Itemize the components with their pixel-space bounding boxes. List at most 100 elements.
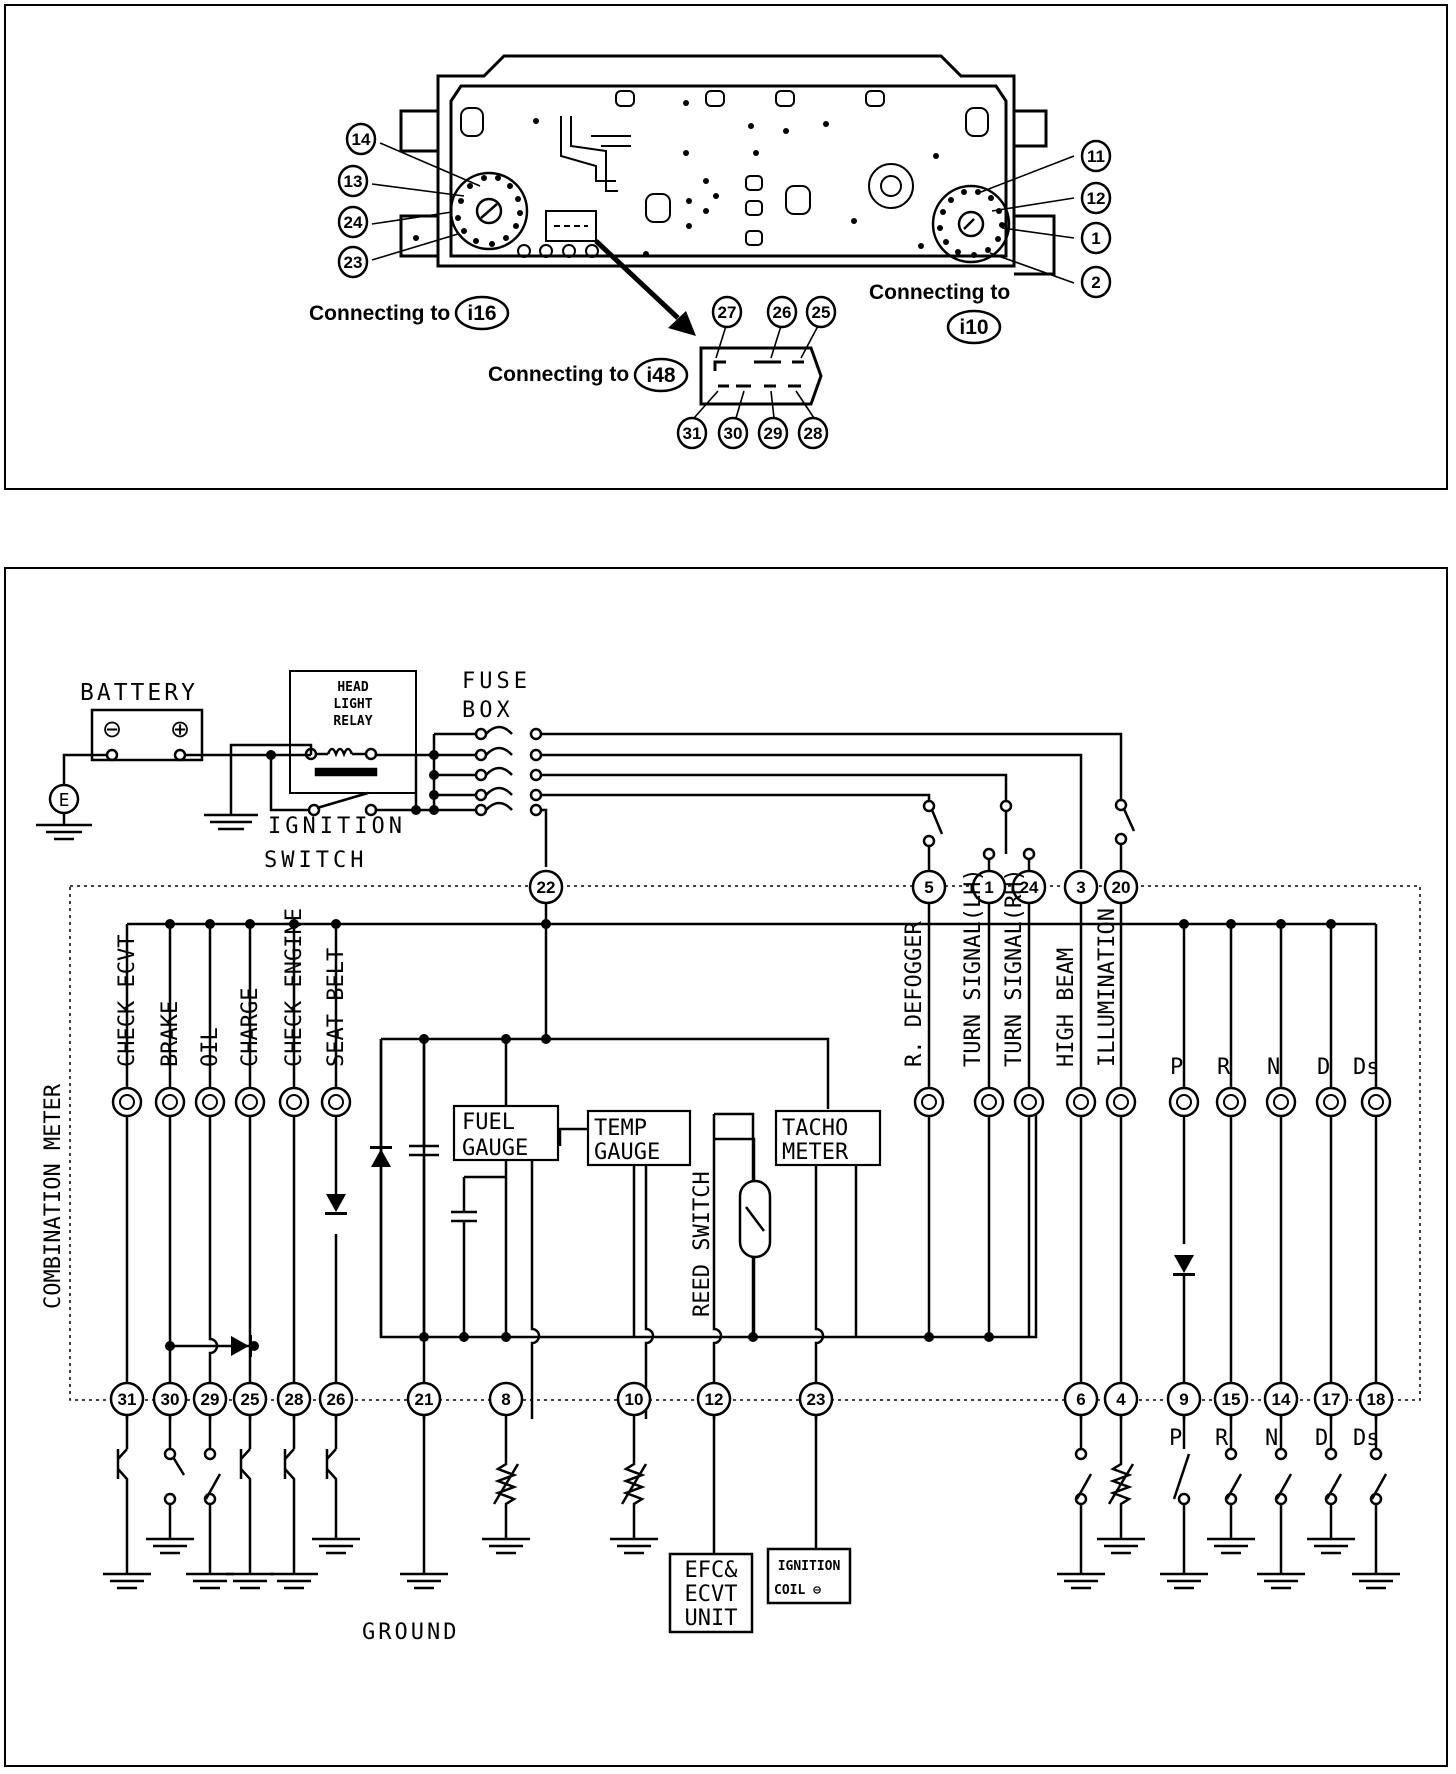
svg-text:SEAT BELT: SEAT BELT xyxy=(324,948,349,1067)
svg-text:FUEL: FUEL xyxy=(462,1110,515,1135)
relay-label-2: LIGHT xyxy=(333,697,372,712)
pin-18: 18 xyxy=(1358,1381,1394,1417)
pin-15: 15 xyxy=(1213,1381,1249,1417)
svg-text:12: 12 xyxy=(705,1390,724,1409)
bottom-pin-row: 31 30 29 25 28 26 21 8 10 12 23 6 4 9 15… xyxy=(109,1381,1394,1417)
reed-switch: REED SWITCH xyxy=(690,1137,772,1337)
callout-31: 31 xyxy=(676,416,708,450)
ignition-label-2: SWITCH xyxy=(264,848,367,873)
svg-text:IGNITION: IGNITION xyxy=(778,1559,841,1574)
battery-plus: ⊕ xyxy=(170,716,190,743)
switch-position-labels: P R N D Ds xyxy=(1169,1426,1380,1451)
svg-text:N: N xyxy=(1265,1426,1278,1451)
pin-20: 20 xyxy=(1103,869,1139,905)
earth-symbol: E xyxy=(36,783,92,841)
svg-text:Ds: Ds xyxy=(1353,1055,1380,1080)
fuse-box xyxy=(432,725,1123,869)
svg-text:13: 13 xyxy=(344,172,363,191)
svg-text:1: 1 xyxy=(1091,229,1100,248)
svg-text:P: P xyxy=(1169,1426,1182,1451)
pin-12: 12 xyxy=(696,1381,732,1417)
svg-text:31: 31 xyxy=(683,424,702,443)
ground-label: GROUND xyxy=(362,1620,459,1645)
pin-17: 17 xyxy=(1313,1381,1349,1417)
svg-text:TURN SIGNAL(LH): TURN SIGNAL(LH) xyxy=(961,868,986,1067)
ignition-coil: IGNITION COIL ⊖ xyxy=(766,1547,852,1605)
callout-27: 27 xyxy=(711,295,743,329)
svg-text:N: N xyxy=(1267,1055,1280,1080)
svg-text:ILLUMINATION: ILLUMINATION xyxy=(1095,908,1120,1067)
connector-i10-body xyxy=(931,184,1011,264)
svg-text:11: 11 xyxy=(1087,147,1105,166)
lamp-r: R xyxy=(1215,1055,1247,1118)
callout-30: 30 xyxy=(717,416,749,450)
junction-dots-internal xyxy=(165,919,1336,1351)
pin-5: 5 xyxy=(911,869,947,905)
svg-text:23: 23 xyxy=(344,253,363,272)
svg-text:OIL: OIL xyxy=(198,1027,223,1067)
svg-text:30: 30 xyxy=(724,424,743,443)
lamp-oil: OIL xyxy=(194,1027,226,1118)
gear-lamps: P R N D Ds xyxy=(1168,1055,1392,1118)
wiring-diagram-panel: COMBINATION METER BATTERY ⊖ ⊕ E HEAD LIG… xyxy=(4,567,1448,1767)
svg-text:TEMP: TEMP xyxy=(594,1116,647,1141)
svg-text:D: D xyxy=(1315,1426,1328,1451)
svg-text:30: 30 xyxy=(161,1390,180,1409)
lamp-illumination: ILLUMINATION xyxy=(1095,908,1137,1118)
i10-tag: i10 xyxy=(946,309,1002,345)
svg-text:29: 29 xyxy=(764,424,783,443)
i48-tag: i48 xyxy=(633,357,689,393)
svg-text:R: R xyxy=(1217,1055,1231,1080)
i16-leaders xyxy=(371,142,481,261)
pcb-traces xyxy=(460,90,989,258)
svg-text:ECVT: ECVT xyxy=(685,1582,738,1607)
connector-i48-body xyxy=(699,346,823,406)
svg-text:24: 24 xyxy=(344,213,363,232)
svg-text:29: 29 xyxy=(201,1390,220,1409)
lamp-r-defogger: R. DEFOGGER xyxy=(902,921,945,1118)
svg-text:20: 20 xyxy=(1112,878,1131,897)
lamp-check-engine: CHECK ENGINE xyxy=(278,908,310,1118)
battery xyxy=(90,708,204,762)
callout-1: 1 xyxy=(1080,221,1112,255)
head-light-relay xyxy=(289,670,417,794)
svg-text:23: 23 xyxy=(807,1390,826,1409)
lamp-turn-lh: TURN SIGNAL(LH) xyxy=(961,868,1005,1118)
lamp-n: N xyxy=(1265,1055,1297,1118)
svg-text:P: P xyxy=(1170,1055,1183,1080)
callout-25: 25 xyxy=(805,295,837,329)
callout-13: 13 xyxy=(337,164,369,198)
svg-text:25: 25 xyxy=(241,1390,260,1409)
svg-text:TURN SIGNAL(RH): TURN SIGNAL(RH) xyxy=(1002,868,1027,1067)
svg-text:14: 14 xyxy=(1272,1390,1291,1409)
i10-caption: Connecting to xyxy=(869,281,1010,304)
lamp-turn-rh: TURN SIGNAL(RH) xyxy=(1002,868,1045,1118)
svg-text:D: D xyxy=(1317,1055,1330,1080)
combination-meter-boundary xyxy=(69,885,1421,1401)
svg-text:CHECK ECVT: CHECK ECVT xyxy=(115,935,140,1067)
svg-text:3: 3 xyxy=(1076,878,1085,897)
left-lamps: CHECK ECVT BRAKE OIL CHARGE CHECK ENGINE… xyxy=(111,908,352,1118)
svg-text:HIGH BEAM: HIGH BEAM xyxy=(1054,948,1079,1067)
svg-text:10: 10 xyxy=(625,1390,644,1409)
right-lamps: R. DEFOGGER TURN SIGNAL(LH) TURN SIGNAL(… xyxy=(902,868,1137,1118)
meter-housing xyxy=(399,54,1056,276)
callout-28: 28 xyxy=(797,416,829,450)
pin-10: 10 xyxy=(616,1381,652,1417)
pin-callouts: 14 13 24 23 11 12 1 2 xyxy=(337,122,1112,299)
callout-24: 24 xyxy=(337,205,369,239)
lamp-ds: Ds xyxy=(1353,1055,1392,1118)
diodes xyxy=(231,1146,1195,1357)
svg-text:i10: i10 xyxy=(959,316,988,339)
pin-3: 3 xyxy=(1063,869,1099,905)
svg-text:EFC&: EFC& xyxy=(685,1558,739,1583)
svg-text:COIL ⊖: COIL ⊖ xyxy=(774,1583,821,1598)
battery-wires xyxy=(62,743,313,784)
ignition-switch xyxy=(204,755,434,831)
callout-11: 11 xyxy=(1080,139,1112,173)
fuse-label-1: FUSE xyxy=(462,669,531,694)
callout-23: 23 xyxy=(337,245,369,279)
svg-text:12: 12 xyxy=(1087,189,1106,208)
pin-14: 14 xyxy=(1263,1381,1299,1417)
fuse-label-2: BOX xyxy=(462,698,514,723)
